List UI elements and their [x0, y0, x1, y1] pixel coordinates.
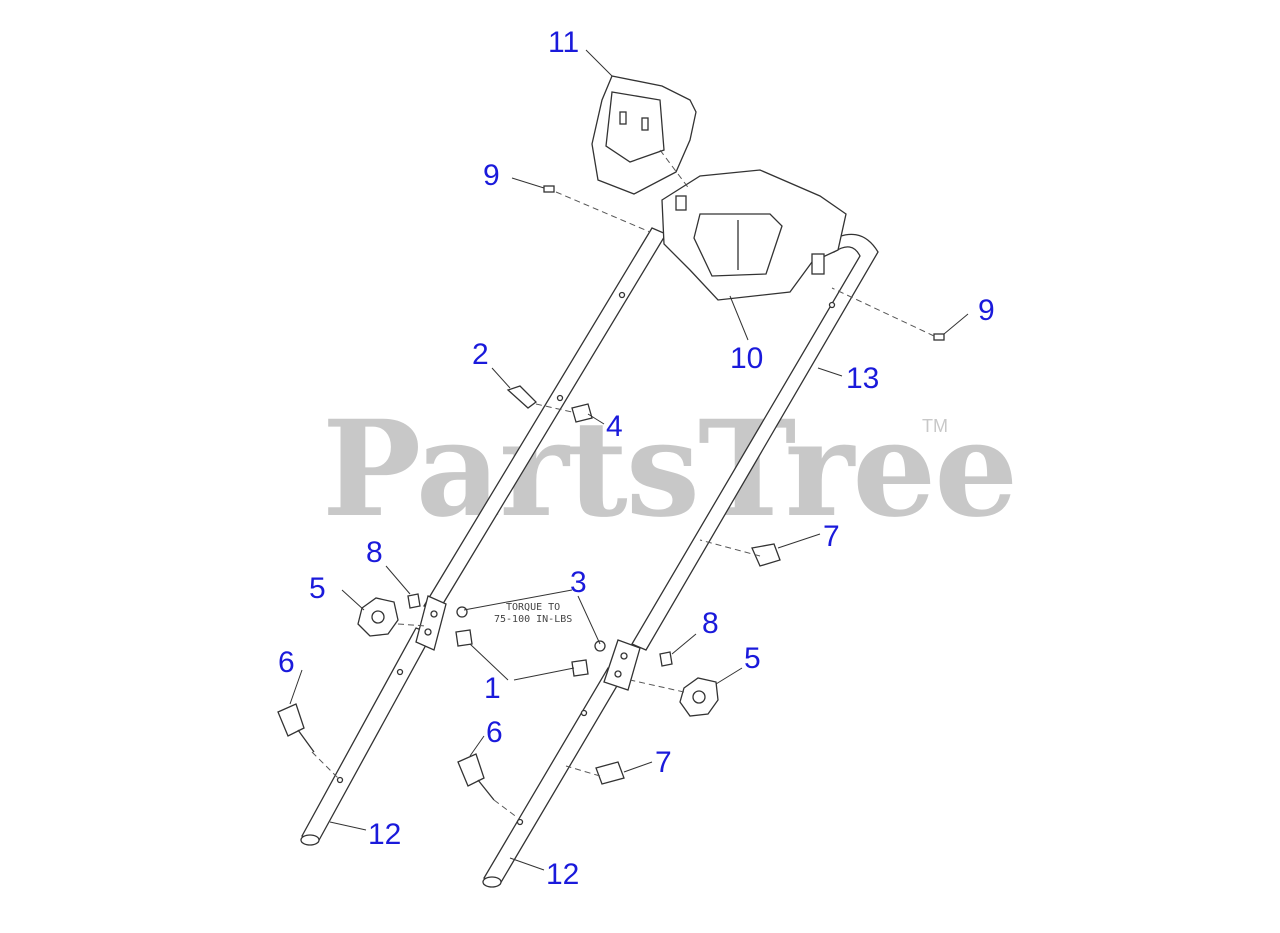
callout-11: 11 [548, 26, 579, 59]
callout-8-left: 8 [366, 536, 383, 569]
callout-5-right: 5 [744, 642, 761, 675]
cable-clip-7a [751, 543, 781, 567]
left-lower-handle-tube [301, 627, 433, 843]
callout-8-right: 8 [702, 607, 719, 640]
callout-1: 1 [484, 672, 501, 705]
callout-4: 4 [606, 410, 623, 443]
parts-tree-watermark: PartsTree TM [322, 392, 1018, 547]
carriage-bolt-8b [659, 651, 673, 667]
callout-6-right: 6 [486, 716, 503, 749]
hardware-parts [277, 185, 945, 801]
carriage-bolt-8a [407, 593, 421, 609]
cable-clip-7b [595, 761, 625, 785]
callout-labels: 11 9 9 10 13 2 4 7 8 5 3 8 5 6 1 6 7 12 … [278, 26, 995, 891]
nut-3a [456, 606, 468, 618]
torque-note-line2: 75-100 IN-LBS [494, 614, 572, 625]
right-tube-end [482, 876, 502, 888]
callout-3: 3 [570, 566, 587, 599]
callout-12-left: 12 [368, 818, 401, 851]
watermark-trademark: TM [922, 416, 948, 436]
control-console [661, 169, 847, 301]
watermark-brand: PartsTree [322, 392, 1016, 547]
nut-3b [594, 640, 606, 652]
callout-13: 13 [846, 362, 879, 395]
shoulder-bolt-1b [571, 659, 589, 677]
assembly-lines [311, 149, 935, 819]
screw-9b [933, 333, 945, 341]
shoulder-bolt-1a [455, 629, 473, 647]
tube-holes [336, 291, 836, 826]
cable-adjuster-6b [457, 753, 485, 787]
console-cover [591, 75, 697, 195]
callout-7-lower: 7 [655, 746, 672, 779]
callout-7-upper: 7 [823, 520, 840, 553]
callout-2: 2 [472, 338, 489, 371]
left-tube-end [300, 834, 320, 846]
callout-9-left: 9 [483, 159, 500, 192]
clip-4 [571, 403, 593, 423]
callout-6-left: 6 [278, 646, 295, 679]
left-pivot-bracket [415, 595, 447, 651]
handle-tubes [300, 227, 879, 888]
right-pivot-bracket [603, 639, 641, 691]
callout-12-right: 12 [546, 858, 579, 891]
bolt-2 [506, 385, 537, 409]
callout-10: 10 [730, 342, 763, 375]
callout-9-right: 9 [978, 294, 995, 327]
torque-note: TORQUE TO 75-100 IN-LBS [494, 602, 572, 625]
cable-adjuster-6a [277, 703, 305, 737]
callout-5-left: 5 [309, 572, 326, 605]
leader-lines [289, 49, 969, 871]
torque-note-line1: TORQUE TO [506, 602, 560, 613]
screw-9a [543, 185, 555, 193]
